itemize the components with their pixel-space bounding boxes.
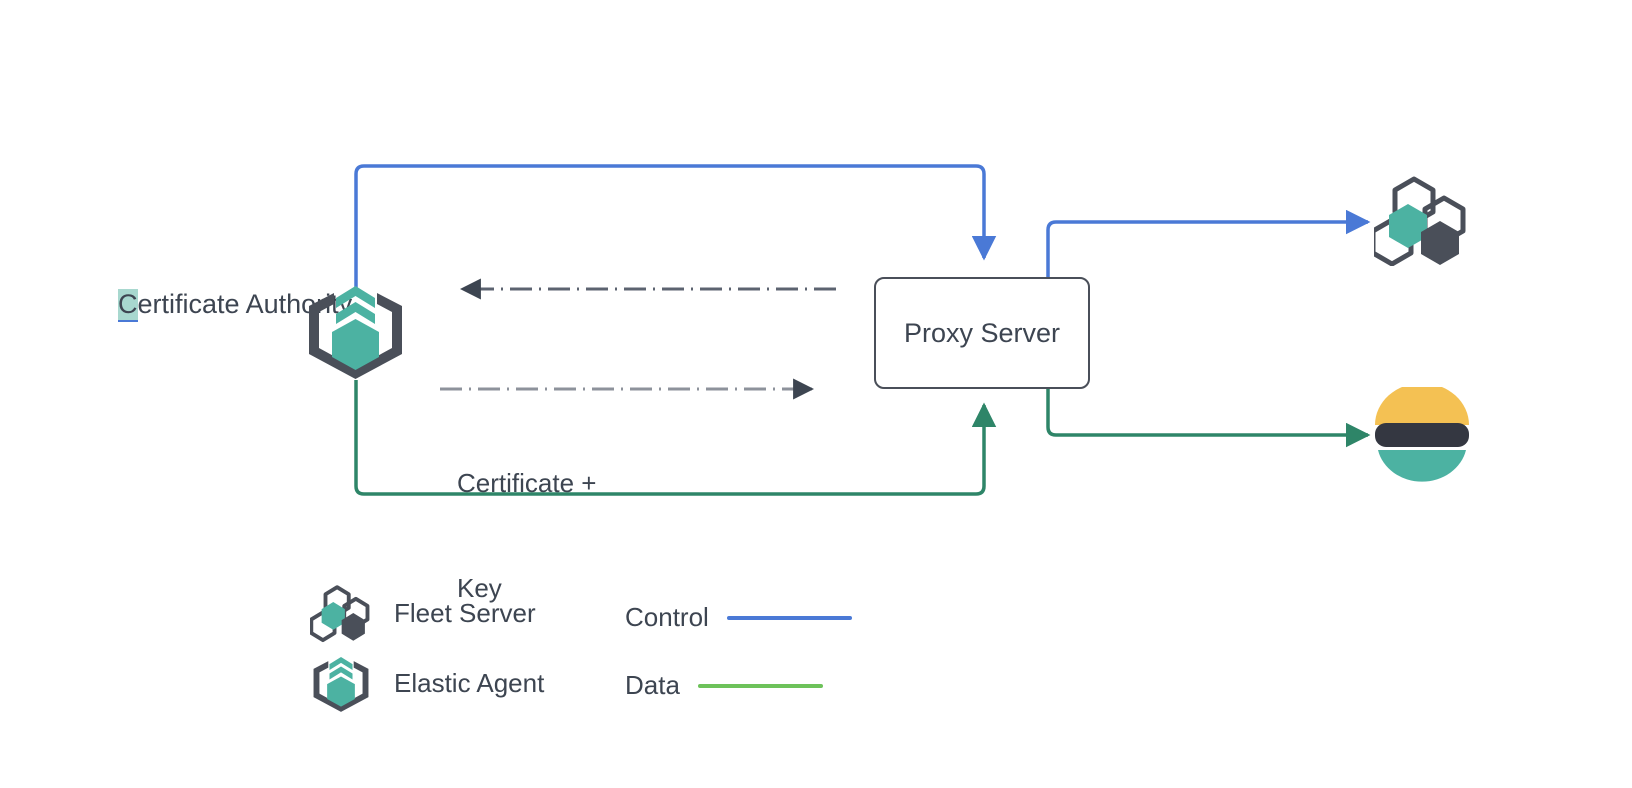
certificate-authority-label-rest: ertificate Authority <box>137 289 353 319</box>
certificate-authority-label-selected-char: C <box>118 289 138 322</box>
legend-swatch-control <box>726 615 852 620</box>
edge-control-agent-to-proxy <box>354 164 997 288</box>
certificate-key-line-2: Key <box>457 573 502 603</box>
certificate-key-edge-label: Certificate + Key <box>457 396 596 676</box>
legend-label-control: Control <box>625 602 709 632</box>
legend-label-data: Data <box>625 670 680 700</box>
elasticsearch-icon <box>1375 387 1469 482</box>
legend: Fleet Server Elastic Agent Control Data <box>300 580 920 720</box>
legend-label-elastic-agent: Elastic Agent <box>394 667 545 698</box>
proxy-server-node: Proxy Server <box>874 277 1090 389</box>
certificate-authority-node <box>303 278 408 382</box>
legend-item-elastic-agent: Elastic Agent <box>310 652 544 714</box>
fleet-server-icon <box>1374 176 1466 266</box>
elastic-agent-icon <box>313 657 369 712</box>
edge-data-proxy-to-elasticsearch <box>1046 389 1371 448</box>
fleet-server-node <box>1374 176 1470 266</box>
certificate-key-line-1: Certificate + <box>457 468 597 498</box>
legend-swatch-data <box>697 683 823 688</box>
legend-label-fleet-server: Fleet Server <box>394 597 536 628</box>
legend-item-control: Control <box>625 602 852 633</box>
proxy-server-label: Proxy Server <box>903 317 1061 348</box>
edge-control-proxy-to-fleet <box>1046 209 1371 277</box>
legend-item-fleet-server: Fleet Server <box>310 582 536 644</box>
legend-item-data: Data <box>625 670 823 701</box>
fleet-server-icon <box>310 585 370 643</box>
elasticsearch-node <box>1372 387 1472 483</box>
elastic-agent-icon <box>309 286 402 379</box>
edge-data-agent-to-proxy <box>354 380 997 496</box>
certificate-authority-label: Certificate Authority <box>88 253 352 355</box>
